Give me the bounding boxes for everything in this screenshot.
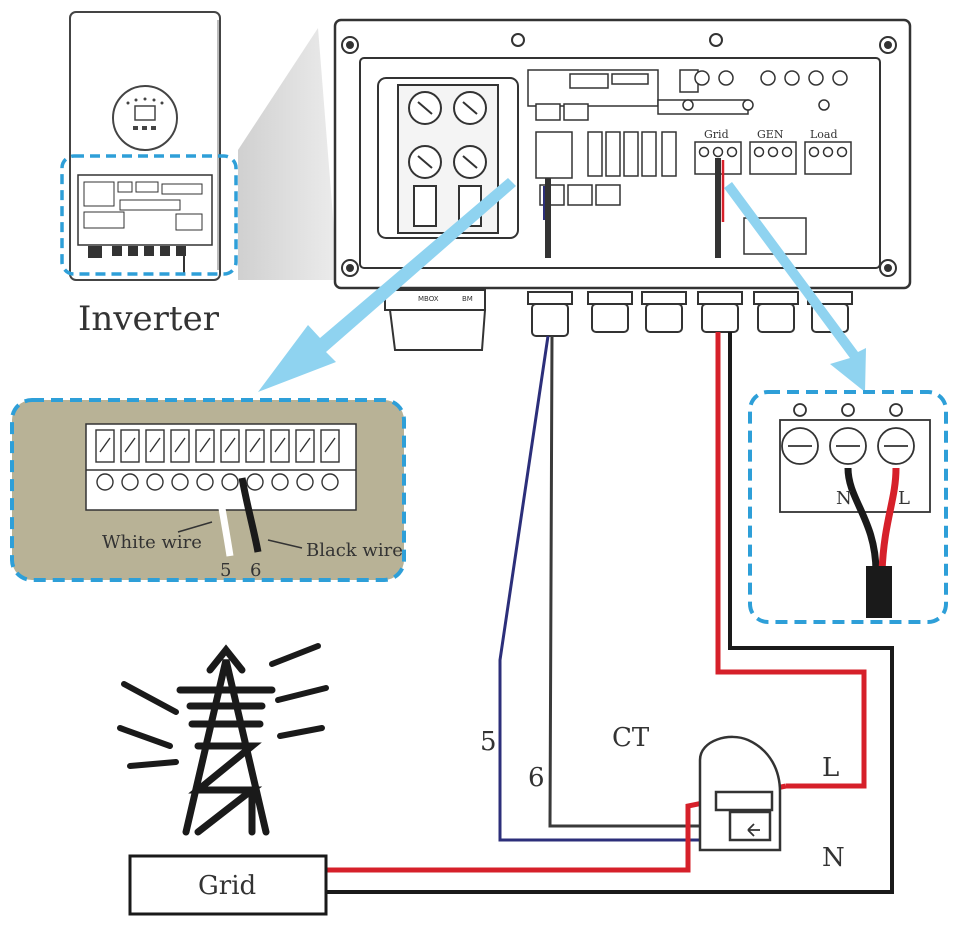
terminal-pin-hole [271, 473, 289, 491]
callout-arrow-right [724, 182, 866, 392]
ct-label: CT [612, 723, 650, 753]
control-board [527, 69, 848, 206]
grid-terminal-zoom: N L [748, 390, 948, 624]
cable-glands [384, 289, 853, 351]
neutral-label: N [836, 488, 852, 509]
terminal-pin-slot [274, 437, 286, 453]
terminal-pin-slot [224, 437, 236, 453]
grid-box-label: Grid [198, 871, 256, 901]
ct-port-zoom: White wire Black wire 5 6 [10, 398, 406, 582]
neutral-wire-zoom [844, 467, 880, 573]
terminal-pin-slot [299, 437, 311, 453]
port-tag-1: MBOX [418, 295, 439, 303]
inverter-highlight-box [60, 154, 238, 276]
terminal-load-label: Load [810, 128, 838, 141]
zoom-projection [238, 28, 338, 280]
terminal-grid-label: Grid [704, 128, 729, 141]
terminal-pin-hole [146, 473, 164, 491]
live-label: L [898, 488, 910, 509]
live-wire [715, 332, 867, 789]
corner-screws [341, 33, 897, 277]
terminal-pin-slot [149, 437, 161, 453]
wire-6-label: 6 [528, 763, 545, 793]
terminal-pin-hole [96, 473, 114, 491]
terminal-pin-hole [246, 473, 264, 491]
neutral-wire [326, 332, 894, 894]
port-tag-2: BM [462, 295, 473, 303]
callout-arrows [258, 178, 866, 392]
cable-sheath [866, 566, 892, 618]
wiring-compartment: Grid GEN Load [333, 18, 912, 290]
terminal-pin-slot [99, 437, 111, 453]
terminal-pin-hole [321, 473, 339, 491]
battery-terminal-block [377, 77, 519, 239]
terminal-pin-hole [171, 473, 189, 491]
white-wire-label: White wire [102, 532, 202, 553]
line-l-label: L [822, 753, 839, 783]
terminal-gen-label: GEN [757, 128, 784, 141]
wire-5-label: 5 [480, 727, 497, 757]
black-wire-label: Black wire [306, 540, 403, 561]
inverter-thumbnail [60, 11, 238, 281]
terminal-pin-slot [249, 437, 261, 453]
white-wire [213, 477, 234, 557]
power-rays-icon [117, 643, 329, 769]
terminal-pin-slot [324, 437, 336, 453]
pin-5-label: 5 [220, 560, 231, 581]
terminal-pin-slot [174, 437, 186, 453]
ct-clamp [698, 735, 782, 852]
ct-wire-5 [498, 335, 700, 842]
inverter-display-icon [112, 85, 178, 151]
ct-wire-6 [548, 335, 700, 828]
transmission-tower-icon [176, 644, 276, 836]
line-n-label: N [822, 843, 845, 873]
callout-arrow-left [258, 178, 516, 392]
terminal-pin-slot [124, 437, 136, 453]
terminal-pin-hole [196, 473, 214, 491]
terminal-pins [95, 429, 340, 491]
grid-box [128, 854, 328, 916]
black-wire [238, 477, 262, 553]
live-wire-zoom [878, 467, 900, 573]
inverter-label: Inverter [78, 299, 220, 339]
terminal-pin-hole [296, 473, 314, 491]
terminal-pin-slot [199, 437, 211, 453]
terminal-pin-hole [121, 473, 139, 491]
pin-6-label: 6 [250, 560, 261, 581]
terminal-pin-hole [221, 473, 239, 491]
